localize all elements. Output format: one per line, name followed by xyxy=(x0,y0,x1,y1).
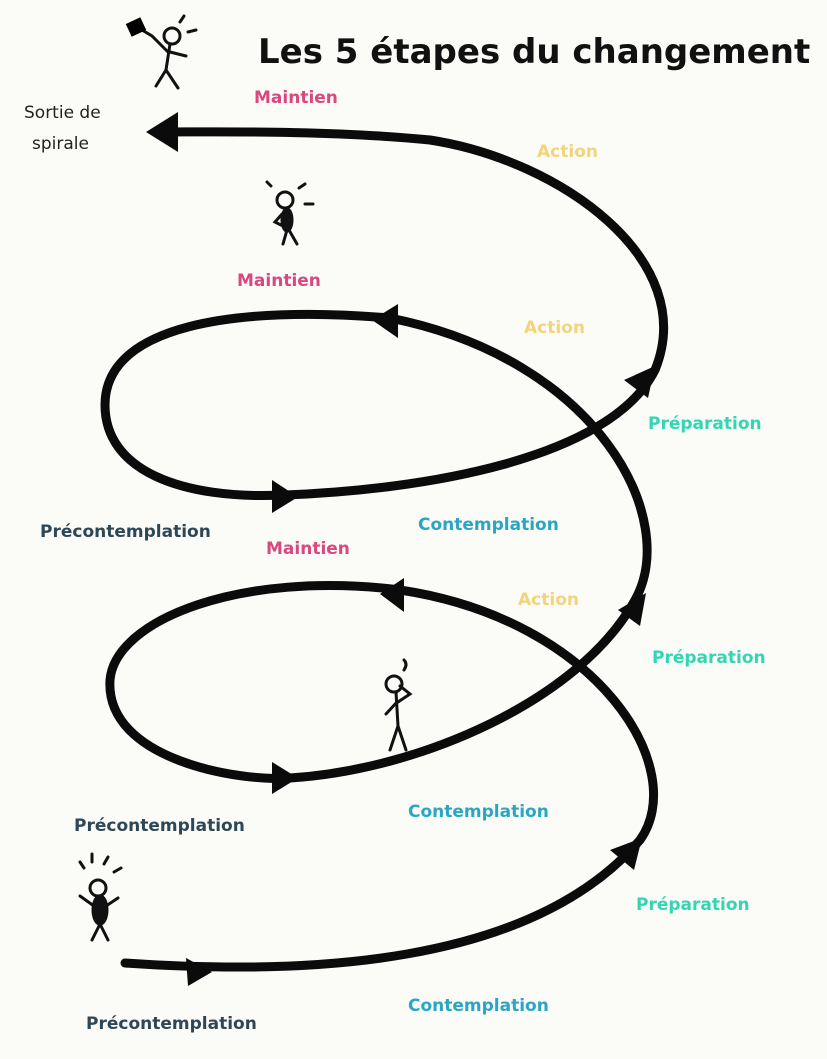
stage-label-preparation-3: Préparation xyxy=(648,414,762,434)
stage-label-maintien-1: Maintien xyxy=(266,539,350,559)
spiral-arrowhead-6 xyxy=(372,304,398,338)
spiral-arrowhead-2 xyxy=(610,838,642,870)
spiral-arrowhead-7 xyxy=(272,480,298,513)
spiral-arrowhead-5 xyxy=(618,593,646,626)
stage-label-action-2: Action xyxy=(524,318,585,338)
stage-label-preparation-2: Préparation xyxy=(652,648,766,668)
stage-label-precontemplation-3: Précontemplation xyxy=(40,522,211,542)
stage-label-contemplation-3: Contemplation xyxy=(418,515,559,535)
exit-label-line-2: spirale xyxy=(32,134,89,154)
stage-label-precontemplation-1: Précontemplation xyxy=(86,1014,257,1034)
stick-figure-jumping-icon xyxy=(125,14,198,90)
stage-label-preparation-1: Préparation xyxy=(636,895,750,915)
exit-label-line-1: Sortie de xyxy=(24,103,101,123)
stage-label-action-3: Action xyxy=(537,142,598,162)
stage-label-contemplation-2: Contemplation xyxy=(408,802,549,822)
spiral-arrowhead-3 xyxy=(380,578,404,612)
spiral-path xyxy=(100,127,669,972)
spiral-arrowhead-exit xyxy=(146,112,178,152)
spiral-arrowhead-1 xyxy=(186,958,212,986)
stage-label-contemplation-1: Contemplation xyxy=(408,996,549,1016)
stick-figure-confused-icon xyxy=(78,852,123,942)
stage-label-maintien-3: Maintien xyxy=(254,88,338,108)
stick-figure-pondering-icon xyxy=(384,658,413,752)
spiral-arrowhead-8 xyxy=(624,366,655,398)
stick-figure-thinking-icon xyxy=(265,180,315,246)
spiral-arrowhead-4 xyxy=(272,762,298,794)
diagram-title: Les 5 étapes du changement xyxy=(258,32,810,72)
stage-label-maintien-2: Maintien xyxy=(237,271,321,291)
stage-label-precontemplation-2: Précontemplation xyxy=(74,816,245,836)
stage-label-action-1: Action xyxy=(518,590,579,610)
